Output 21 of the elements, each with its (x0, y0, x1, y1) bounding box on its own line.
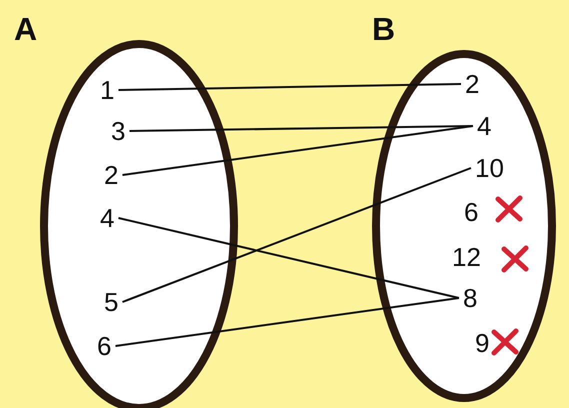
mapping-line (122, 125, 474, 176)
element-number: 6 (464, 198, 478, 226)
set-heading: A (14, 12, 38, 46)
element-number: 3 (111, 117, 126, 145)
set-heading: B (372, 12, 396, 46)
element-number: 2 (465, 70, 480, 98)
mapping-line (122, 167, 472, 303)
mapping-line (115, 297, 460, 347)
element-number: 2 (104, 161, 118, 189)
element-number: 8 (463, 284, 478, 312)
element-number: 12 (452, 243, 481, 271)
element-number: 6 (97, 332, 112, 360)
element-number: 5 (104, 288, 118, 316)
mapping-line (118, 83, 462, 91)
element-number: 1 (100, 76, 114, 104)
element-number: 4 (100, 204, 114, 232)
element-number: 9 (475, 329, 490, 357)
mapping-line (129, 125, 474, 132)
mapping-line (118, 217, 460, 299)
element-number: 4 (477, 112, 492, 140)
element-number: 10 (475, 154, 504, 182)
